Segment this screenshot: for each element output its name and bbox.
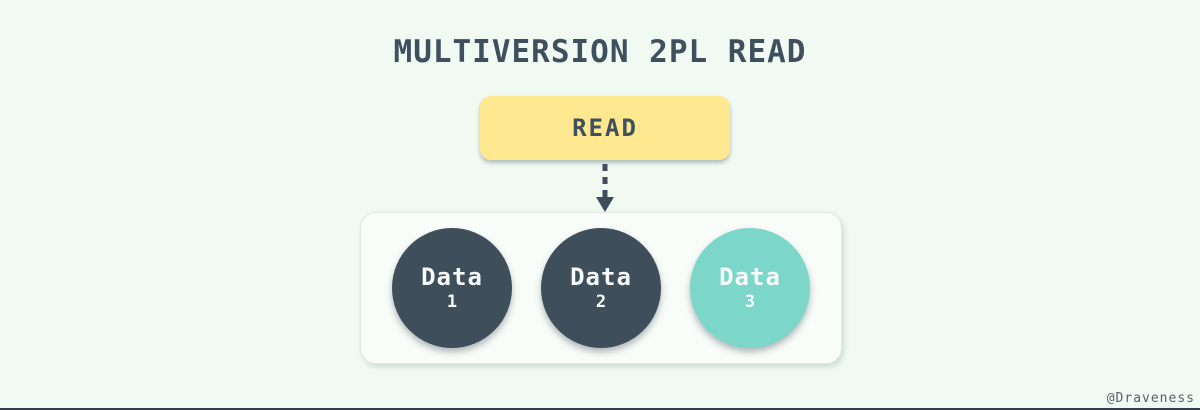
data-circle-label: Data xyxy=(570,263,632,291)
data-circle-version: 2 xyxy=(595,292,607,312)
data-version-circle-1: Data 1 xyxy=(392,228,512,348)
data-circle-label: Data xyxy=(421,263,483,291)
read-operation-box: READ xyxy=(480,96,730,160)
data-circle-label: Data xyxy=(719,263,781,291)
data-version-circle-3: Data 3 xyxy=(690,228,810,348)
diagram-title: MULTIVERSION 2PL READ xyxy=(393,34,807,70)
data-circle-version: 3 xyxy=(744,292,756,312)
bottom-edge-line xyxy=(0,408,1200,410)
data-store-container: Data 1 Data 2 Data 3 xyxy=(360,212,842,364)
data-circle-version: 1 xyxy=(446,292,458,312)
dashed-arrow-down-icon xyxy=(596,164,614,212)
data-version-circle-2: Data 2 xyxy=(541,228,661,348)
read-operation-label: READ xyxy=(572,114,638,142)
watermark: @Draveness xyxy=(1106,391,1195,406)
